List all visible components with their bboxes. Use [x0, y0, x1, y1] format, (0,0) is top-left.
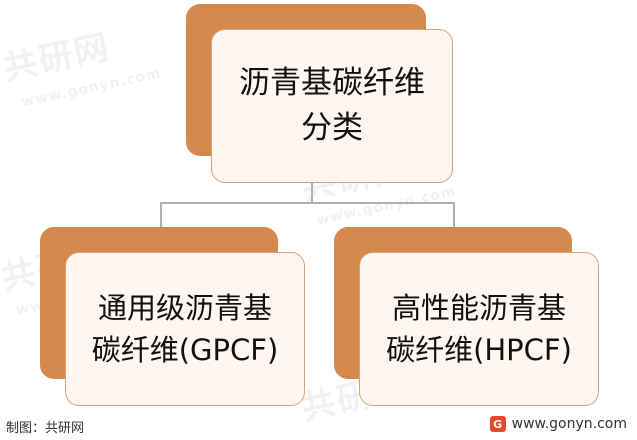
connector-line	[453, 202, 455, 227]
gonyn-logo-icon: G	[489, 416, 506, 432]
child-node-label-line1: 通用级沥青基	[97, 290, 272, 325]
child-node-label-line2: 碳纤维(HPCF)	[386, 333, 572, 367]
child-node-label-line1: 高性能沥青基	[391, 290, 566, 325]
child-node-label-line2: 碳纤维(GPCF)	[91, 333, 279, 367]
footer-source: 制图：共研网	[6, 421, 85, 436]
watermark-logo: 共研网	[0, 27, 114, 89]
root-node: 沥青基碳纤维 分类	[211, 29, 453, 183]
connector-line	[311, 181, 313, 202]
child-node-gpcf: 通用级沥青基 碳纤维(GPCF)	[65, 252, 305, 406]
child-node-hpcf: 高性能沥青基 碳纤维(HPCF)	[359, 252, 599, 406]
connector-line	[160, 202, 453, 204]
root-node-label-line1: 沥青基碳纤维	[239, 65, 425, 102]
watermark-url: www.gonyn.com	[19, 65, 163, 111]
root-node-label-line2: 分类	[301, 110, 363, 146]
watermark-url: www.gonyn.com	[314, 183, 458, 229]
connector-line	[160, 202, 162, 227]
footer-website-text: www.gonyn.com	[511, 416, 627, 432]
footer-website: G www.gonyn.com	[489, 416, 627, 432]
